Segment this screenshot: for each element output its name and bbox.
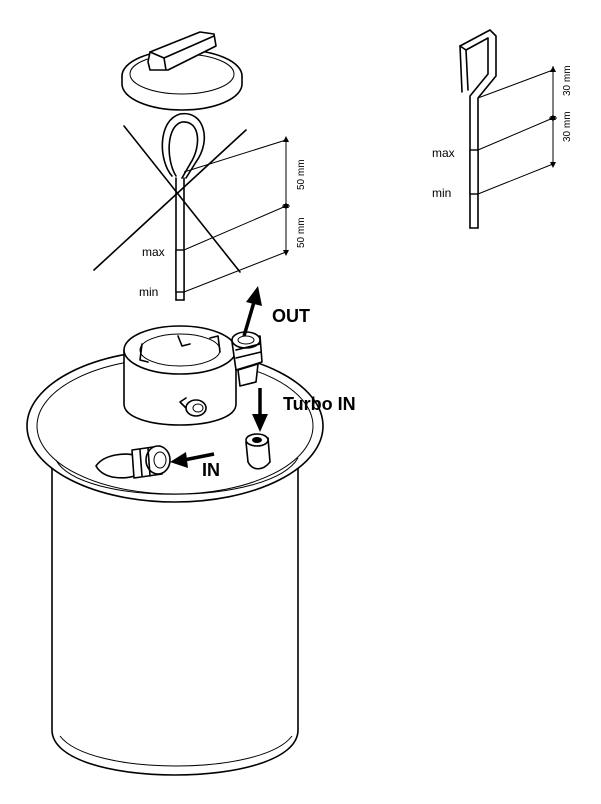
old-dim-upper: 50 mm [296,159,307,190]
old-min-label: min [139,285,158,299]
new-dim-lower: 30 mm [562,111,573,142]
old-max-label: max [142,245,165,259]
turbo-in-port [245,433,271,470]
new-dipstick [459,29,557,229]
old-dim-lower: 50 mm [296,217,307,248]
out-port [231,331,263,387]
filler-cap-icon [121,31,243,111]
turbo-in-label: Turbo IN [283,394,356,414]
in-port [95,445,171,479]
flow-arrow-icon [170,452,215,468]
new-dim-upper: 30 mm [562,65,573,96]
filler-neck [123,325,237,426]
old-dipstick [161,112,290,301]
flow-arrow-icon [252,388,268,432]
new-min-label: min [432,186,451,200]
out-label: OUT [272,306,310,326]
in-label: IN [202,460,220,480]
new-max-label: max [432,146,455,160]
crossed-out-mark-icon [93,125,247,273]
flow-arrow-icon [242,286,262,337]
